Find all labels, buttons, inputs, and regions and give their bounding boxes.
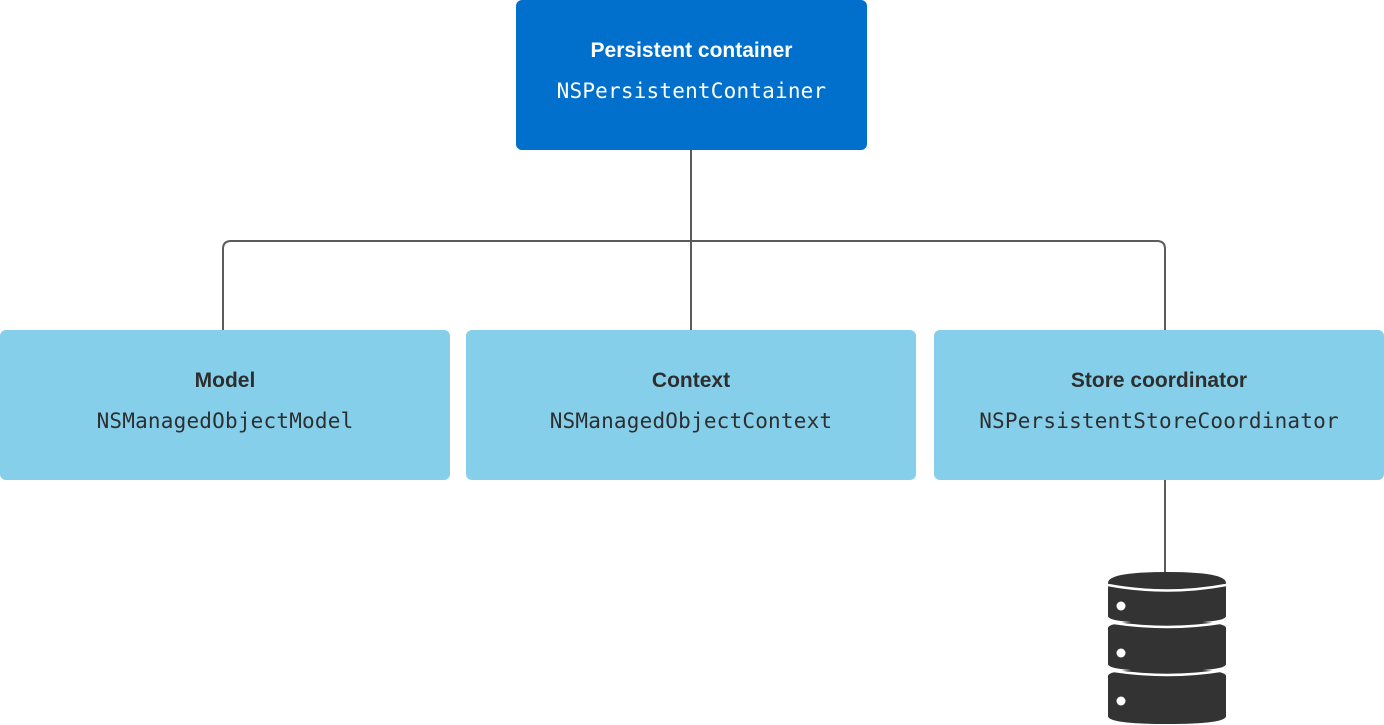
node-class-name: NSManagedObjectContext bbox=[549, 408, 833, 433]
node-title: Context bbox=[651, 368, 731, 392]
database-icon bbox=[1107, 572, 1227, 724]
node-title: Persistent container bbox=[590, 38, 793, 62]
context-node: Context NSManagedObjectContext bbox=[466, 330, 916, 480]
node-title: Store coordinator bbox=[1070, 368, 1248, 392]
node-class-name: NSManagedObjectModel bbox=[96, 408, 354, 433]
persistent-container-node: Persistent container NSPersistentContain… bbox=[516, 0, 867, 150]
node-class-name: NSPersistentContainer bbox=[556, 78, 827, 103]
node-title: Model bbox=[194, 368, 256, 392]
node-class-name: NSPersistentStoreCoordinator bbox=[979, 408, 1339, 433]
model-node: Model NSManagedObjectModel bbox=[0, 330, 450, 480]
connector-bus bbox=[222, 240, 1166, 330]
store-coordinator-node: Store coordinator NSPersistentStoreCoord… bbox=[934, 330, 1384, 480]
